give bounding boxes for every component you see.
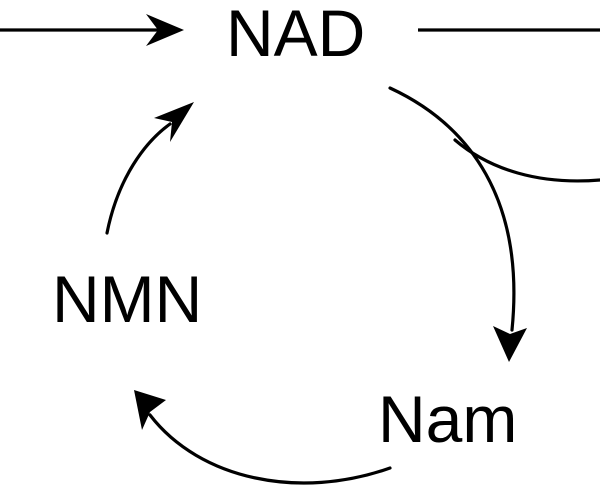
node-nam: Nam [378, 382, 517, 456]
branch-curve-right [453, 138, 600, 183]
arrow-nmn-to-nad [105, 102, 194, 235]
arrow-nad-to-nam [388, 86, 527, 362]
node-nmn: NMN [52, 262, 202, 336]
incoming-arrow-to-nad [0, 14, 184, 46]
arrow-nam-to-nmn [134, 390, 392, 485]
node-nad: NAD [226, 0, 365, 70]
